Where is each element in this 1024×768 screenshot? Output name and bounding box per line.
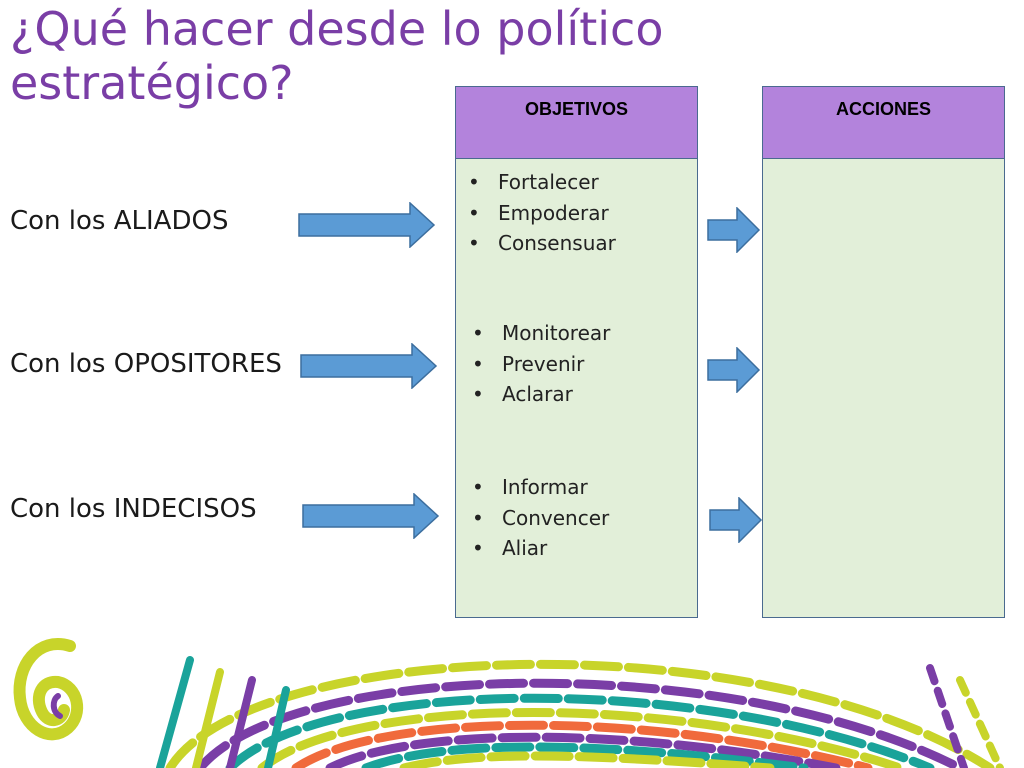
arrow-opositores-icon [300,343,438,389]
small-arrow-1-icon [707,207,761,253]
list-item: Monitorear [460,318,610,349]
fingerprint-decoration-icon [156,656,1004,768]
small-arrow-3-icon [709,497,763,543]
arrow-aliados-icon [298,202,436,248]
list-item: Convencer [460,503,609,534]
slide-title: ¿Qué hacer desde lo político estratégico… [10,2,664,110]
list-item: Fortalecer [456,167,616,198]
list-item: Prevenir [460,349,610,380]
objetivos-list-aliados: Fortalecer Empoderar Consensuar [456,167,616,259]
acciones-header: ACCIONES [763,87,1004,159]
logo-swirl-icon [13,638,83,741]
list-item: Aliar [460,533,609,564]
label-indecisos: Con los INDECISOS [10,494,257,524]
objetivos-list-opositores: Monitorear Prevenir Aclarar [460,318,610,410]
list-item: Consensuar [456,228,616,259]
label-aliados: Con los ALIADOS [10,206,229,236]
list-item: Empoderar [456,198,616,229]
objetivos-list-indecisos: Informar Convencer Aliar [460,472,609,564]
small-arrow-2-icon [707,347,761,393]
acciones-box: ACCIONES [762,86,1005,618]
objetivos-header: OBJETIVOS [456,87,697,159]
list-item: Informar [460,472,609,503]
label-opositores: Con los OPOSITORES [10,349,282,379]
arrow-indecisos-icon [302,493,440,539]
list-item: Aclarar [460,379,610,410]
